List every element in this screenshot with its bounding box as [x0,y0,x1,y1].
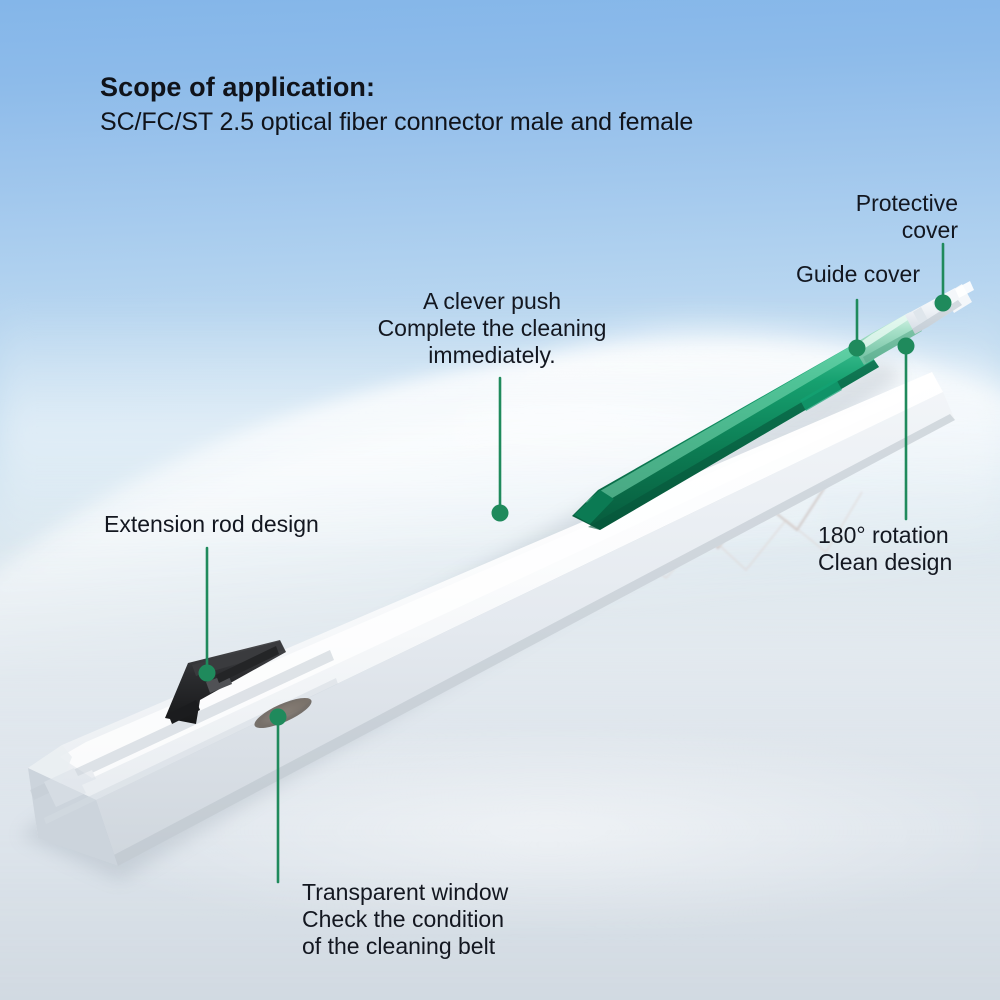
callout-label-rotation: 180° rotation Clean design [818,522,953,575]
extension-rod-slider [165,640,286,724]
guide-cover [852,312,922,365]
leader-dot-guide-cover [848,339,866,357]
leader-dot-protective-cover [934,294,952,312]
green-shaft [572,340,879,530]
leader-dot-clever-push [491,504,509,522]
scope-title: Scope of application: [100,72,376,102]
callout-label-transparent-window: Transparent window Check the condition o… [302,879,509,959]
scope-of-application-block: Scope of application: SC/FC/ST 2.5 optic… [100,72,693,137]
callout-label-clever-push: A clever push Complete the cleaning imme… [377,288,607,368]
leader-dot-transparent-window [269,708,287,726]
leader-dot-extension-rod [198,664,216,682]
scope-subtitle: SC/FC/ST 2.5 optical fiber connector mal… [100,108,694,137]
leader-dot-rotation [897,337,915,355]
callout-label-extension-rod: Extension rod design [104,511,319,537]
callout-label-guide-cover: Guide cover [795,261,920,287]
callout-label-protective-cover: Protective cover [855,190,958,243]
